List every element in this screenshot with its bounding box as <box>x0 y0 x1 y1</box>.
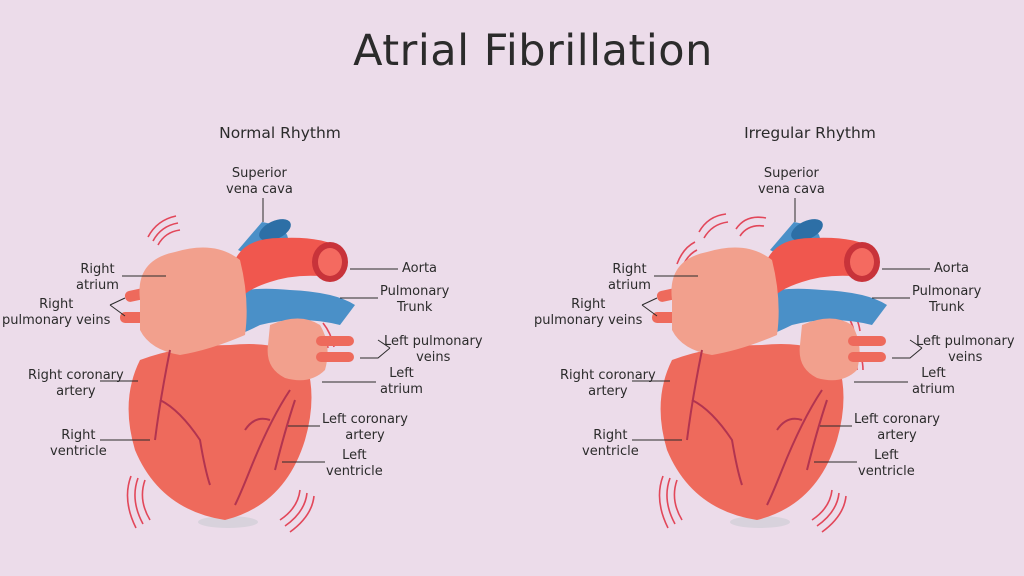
heart-illustration <box>100 198 398 533</box>
leader-lines <box>632 198 930 463</box>
right-atrium <box>671 247 779 355</box>
label-right-atrium: Right atrium <box>608 262 651 293</box>
vibration-arcs <box>126 215 335 533</box>
ventricles <box>128 344 312 520</box>
left-pulmonary-veins <box>316 336 354 362</box>
label-left-ventricle: Left ventricle <box>326 448 383 479</box>
heart-illustration <box>632 198 930 533</box>
leader-lines <box>100 198 398 463</box>
label-right-coronary-artery: Right coronary artery <box>560 368 656 399</box>
diagram-title: Atrial Fibrillation <box>353 26 713 76</box>
panel-subtitle: Irregular Rhythm <box>744 124 876 142</box>
left-atrium <box>267 318 328 381</box>
label-pulmonary-trunk: Pulmonary Trunk <box>912 284 982 315</box>
coronary-arteries <box>686 349 828 506</box>
label-right-atrium: Right atrium <box>76 262 119 293</box>
base-shadow <box>730 516 790 528</box>
normal-rhythm-panel: Normal Rhythm <box>2 124 483 533</box>
label-aorta: Aorta <box>934 261 970 276</box>
label-left-pulmonary-veins: Left pulmonary veins <box>916 334 1015 365</box>
left-atrium <box>799 318 860 381</box>
label-right-coronary-artery: Right coronary artery <box>28 368 124 399</box>
label-left-ventricle: Left ventricle <box>858 448 915 479</box>
label-right-pulmonary-veins: Right pulmonary veins <box>534 297 643 328</box>
label-left-coronary-artery: Left coronary artery <box>854 412 940 443</box>
right-atrium <box>139 247 247 355</box>
base-shadow <box>198 516 258 528</box>
label-superior-vena-cava: Superior vena cava <box>226 166 293 197</box>
label-right-ventricle: Right ventricle <box>50 428 107 459</box>
label-left-atrium: Left atrium <box>912 366 955 397</box>
label-left-atrium: Left atrium <box>380 366 423 397</box>
label-right-pulmonary-veins: Right pulmonary veins <box>2 297 111 328</box>
label-superior-vena-cava: Superior vena cava <box>758 166 825 197</box>
label-right-ventricle: Right ventricle <box>582 428 639 459</box>
left-pulmonary-veins <box>848 336 886 362</box>
irregular-rhythm-panel: Irregular Rhythm <box>532 0 1024 576</box>
label-pulmonary-trunk: Pulmonary Trunk <box>380 284 450 315</box>
coronary-arteries <box>154 349 296 506</box>
panel-subtitle: Normal Rhythm <box>219 124 341 142</box>
label-aorta: Aorta <box>402 261 438 276</box>
label-left-coronary-artery: Left coronary artery <box>322 412 408 443</box>
label-left-pulmonary-veins: Left pulmonary veins <box>384 334 483 365</box>
ventricles <box>660 344 844 520</box>
